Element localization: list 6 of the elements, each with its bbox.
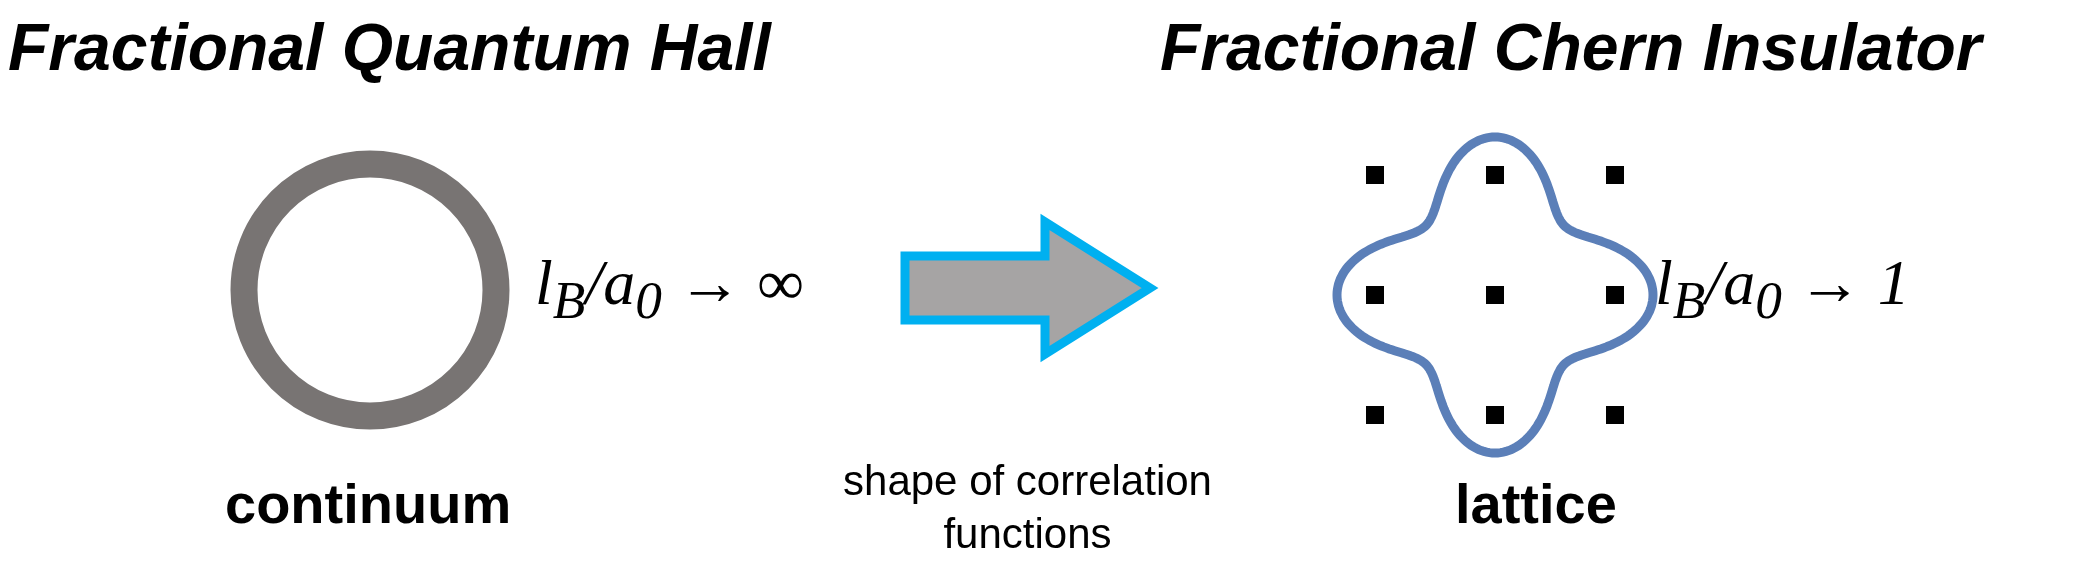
panel-title: Fractional Quantum Hall — [8, 9, 771, 86]
arrow — [900, 213, 1159, 363]
panel-label: continuum — [225, 471, 512, 537]
formula: l$_{B}$/a$_{0}$ → ∞ — [535, 246, 804, 332]
panel-label: lattice — [1455, 471, 1617, 537]
formula: l$_{B}$/a$_{0}$ → 1 — [1655, 246, 1910, 332]
